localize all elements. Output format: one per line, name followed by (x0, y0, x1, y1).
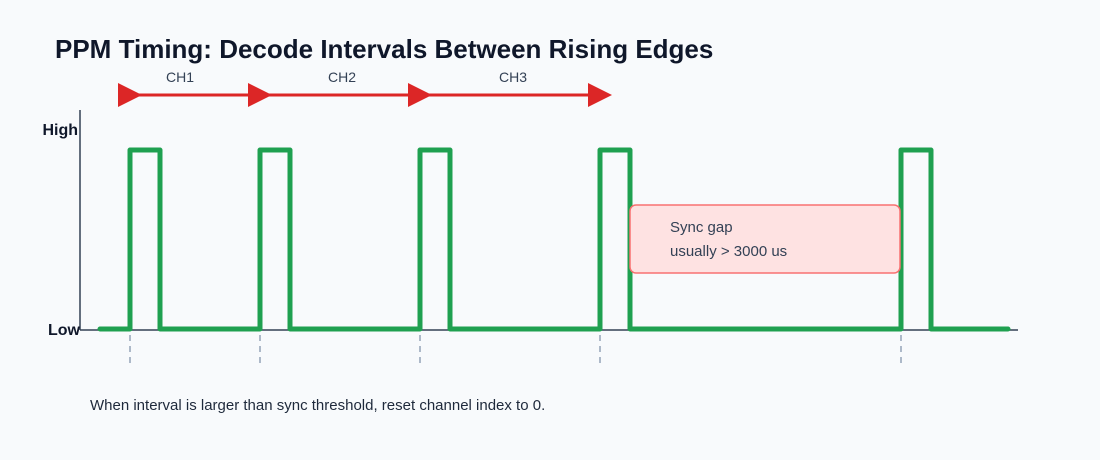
sync-gap-title: Sync gap (670, 219, 733, 236)
sync-gap-note: Sync gap usually > 3000 us (629, 204, 901, 274)
high-level-label: High (42, 122, 78, 139)
sync-gap-detail: usually > 3000 us (670, 243, 787, 260)
footnote: When interval is larger than sync thresh… (90, 397, 545, 414)
ch1-label: CH1 (166, 69, 194, 85)
ch2-label: CH2 (328, 69, 356, 85)
diagram-title: PPM Timing: Decode Intervals Between Ris… (55, 34, 713, 64)
ch3-label: CH3 (499, 69, 527, 85)
sync-gap-box (629, 204, 901, 274)
low-level-label: Low (48, 322, 81, 339)
channel-interval-arrows: CH1 CH2 CH3 (118, 69, 612, 107)
ppm-signal-waveform (97, 147, 1011, 332)
